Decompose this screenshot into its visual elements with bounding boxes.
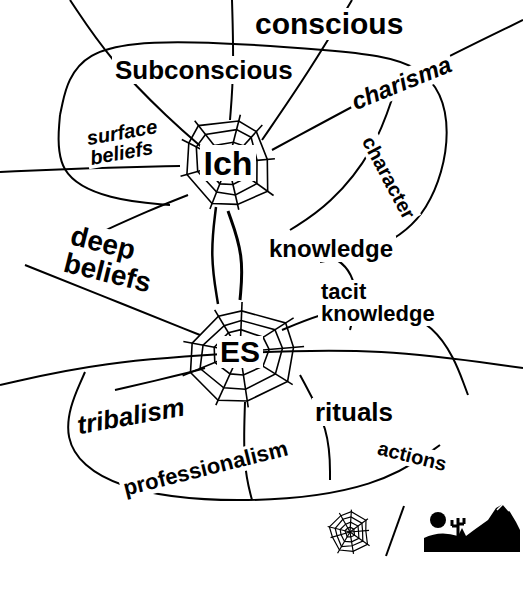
web-icon — [328, 510, 370, 554]
web-ring — [214, 330, 269, 375]
concept-label: rituals — [312, 398, 396, 426]
concept-label: Subconscious — [112, 56, 296, 84]
concept-label: tribalism — [72, 392, 189, 439]
concept-label: surface beliefs — [82, 115, 165, 170]
sun-disc — [430, 512, 446, 528]
web-trunk — [228, 211, 242, 300]
landscape-silhouette — [424, 504, 520, 552]
web-node: ES — [188, 300, 292, 404]
web-node: Ich — [180, 115, 276, 211]
trunk-strand — [212, 207, 218, 304]
concept-label: knowledge — [266, 236, 396, 262]
web-spoke — [350, 510, 351, 532]
snow-cap — [497, 504, 509, 511]
concept-label: professionalism — [118, 436, 293, 502]
concept-label: conscious — [252, 8, 406, 40]
concept-label: actions — [373, 436, 452, 476]
web-ring — [329, 512, 367, 552]
web-center-label: ES — [217, 336, 263, 368]
web-ring — [200, 320, 282, 389]
web-strand — [300, 375, 330, 480]
web-center-label: Ich — [200, 145, 255, 181]
web-strand — [58, 115, 170, 205]
web-ring — [335, 517, 363, 547]
concept-label: character — [357, 130, 422, 225]
concept-label: deep beliefs — [58, 220, 164, 299]
slash — [386, 506, 404, 556]
web-ring — [190, 311, 293, 401]
web-ring — [196, 130, 257, 195]
concept-label: charisma — [345, 50, 458, 116]
icon-group — [328, 504, 520, 556]
web-ring — [345, 527, 355, 537]
web-ring — [187, 121, 268, 204]
concept-label: tacit knowledge — [318, 280, 438, 326]
cactus — [452, 518, 464, 538]
web-ring — [340, 522, 359, 542]
